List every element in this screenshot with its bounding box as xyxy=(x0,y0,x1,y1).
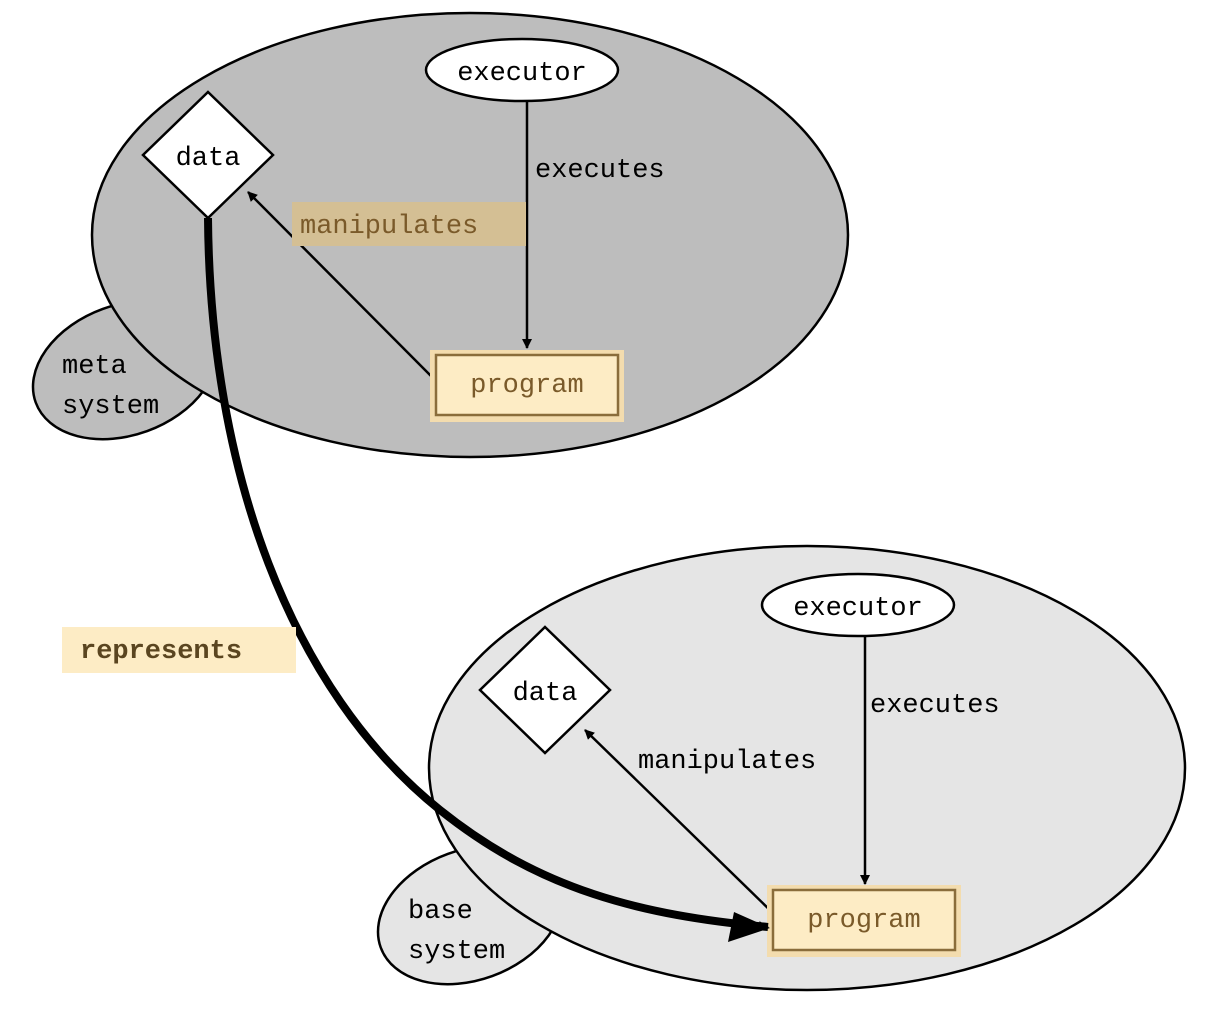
represents-label: represents xyxy=(80,637,242,667)
meta-manipulates-label: manipulates xyxy=(300,212,478,242)
meta-manipulates-arrow xyxy=(247,191,436,381)
meta-program-label: program xyxy=(470,371,583,401)
base-system-group: base system executor executes data manip… xyxy=(376,544,1187,992)
meta-manipulates-highlight xyxy=(292,202,526,246)
represents-highlight xyxy=(62,627,296,673)
meta-executor-node[interactable] xyxy=(424,37,620,103)
represents-arrowhead xyxy=(728,912,770,942)
base-system-ellipse xyxy=(427,544,1187,992)
meta-program-node[interactable] xyxy=(434,353,620,417)
base-data-node[interactable] xyxy=(478,625,612,755)
base-manipulates-label: manipulates xyxy=(638,747,816,777)
base-system-label-line1: base xyxy=(408,897,473,927)
base-executor-node[interactable] xyxy=(760,572,956,638)
meta-data-label: data xyxy=(176,144,241,174)
meta-executes-label: executes xyxy=(535,156,665,186)
base-executes-label: executes xyxy=(870,691,1000,721)
base-executor-label: executor xyxy=(793,594,923,624)
meta-system-group: meta system executor executes data manip… xyxy=(31,11,850,459)
base-data-label: data xyxy=(513,679,578,709)
represents-arrow xyxy=(204,217,769,932)
meta-system-label-line1: meta xyxy=(62,352,127,382)
base-program-node[interactable] xyxy=(771,888,957,952)
base-system-label-line2: system xyxy=(408,937,505,967)
meta-system-label-line2: system xyxy=(62,392,159,422)
base-manipulates-arrow xyxy=(584,729,776,916)
base-program-label: program xyxy=(807,906,920,936)
meta-executor-label: executor xyxy=(457,59,587,89)
